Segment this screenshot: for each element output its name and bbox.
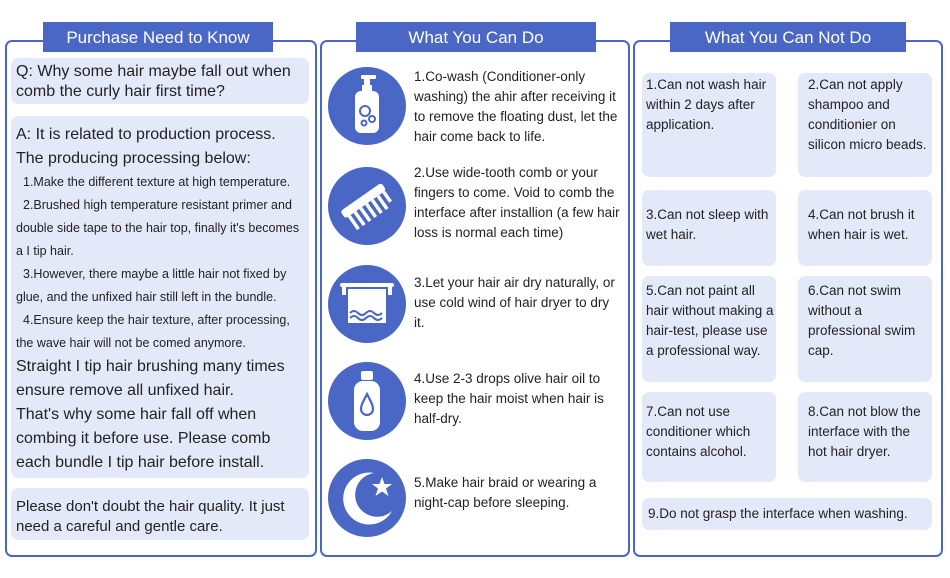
answer-intro-1: A: It is related to production process. xyxy=(16,126,276,143)
process-step: 2.Brushed high temperature resistant pri… xyxy=(16,198,300,258)
answer-intro-2: The producing processing below: xyxy=(16,150,251,167)
cannot-do-item: 9.Do not grasp the interface when washin… xyxy=(642,498,932,530)
shampoo-bottle-icon xyxy=(328,67,406,145)
cannot-do-text: 7.Can not use conditioner which contains… xyxy=(646,404,751,459)
cannot-do-text: 9.Do not grasp the interface when washin… xyxy=(648,506,908,521)
purchase-need-to-know-title: Purchase Need to Know xyxy=(43,22,273,52)
cannot-do-text: 2.Can not apply shampoo and conditionier… xyxy=(808,77,927,152)
cannot-do-item: 5.Can not paint all hair without making … xyxy=(642,276,776,382)
question-text: Q: Why some hair maybe fall out when com… xyxy=(16,63,291,100)
can-do-item: 4.Use 2-3 drops olive hair oil to keep t… xyxy=(414,371,604,426)
answer-box xyxy=(11,116,309,478)
cannot-do-item: 3.Can not sleep with wet hair. xyxy=(642,190,776,266)
can-do-item: 5.Make hair braid or wearing a night-cap… xyxy=(414,475,597,510)
cannot-do-text: 3.Can not sleep with wet hair. xyxy=(646,207,769,242)
note-box xyxy=(11,488,309,540)
can-do-item: 2.Use wide-tooth comb or your fingers to… xyxy=(414,165,620,240)
cannot-do-text: 6.Can not swim without a professional sw… xyxy=(808,283,916,358)
process-step: 4.Ensure keep the hair texture, after pr… xyxy=(16,313,290,350)
can-do-item: 3.Let your hair air dry naturally, or us… xyxy=(414,275,615,330)
cannot-do-text: 8.Can not blow the interface with the ho… xyxy=(808,404,921,459)
process-step: 3.However, there maybe a little hair not… xyxy=(16,267,287,304)
cannot-do-text: 1.Can not wash hair within 2 days after … xyxy=(646,77,767,132)
question-box xyxy=(11,58,309,104)
wide-tooth-comb-icon xyxy=(328,167,406,245)
answer-tail-1: Straight I tip hair brushing many times … xyxy=(16,358,285,399)
oil-bottle-icon xyxy=(328,362,406,440)
answer-tail-2: That's why some hair fall off when combi… xyxy=(16,406,271,471)
cannot-do-text: 4.Can not brush it when hair is wet. xyxy=(808,207,915,242)
cannot-do-item: 7.Can not use conditioner which contains… xyxy=(642,392,776,482)
what-you-can-do-title: What You Can Do xyxy=(356,22,596,52)
cannot-do-item: 2.Can not apply shampoo and conditionier… xyxy=(798,73,932,177)
cannot-do-item: 1.Can not wash hair within 2 days after … xyxy=(642,73,776,177)
what-you-can-not-do-title: What You Can Not Do xyxy=(670,22,906,52)
towel-rack-icon xyxy=(328,265,406,343)
cannot-do-item: 8.Can not blow the interface with the ho… xyxy=(798,392,932,482)
can-do-item: 1.Co-wash (Conditioner-only washing) the… xyxy=(414,69,618,144)
cannot-do-item: 4.Can not brush it when hair is wet. xyxy=(798,190,932,266)
cannot-do-item: 6.Can not swim without a professional sw… xyxy=(798,276,932,382)
note-text: Please don't doubt the hair quality. It … xyxy=(16,498,285,535)
cannot-do-text: 5.Can not paint all hair without making … xyxy=(646,283,774,358)
process-step: 1.Make the different texture at high tem… xyxy=(23,175,291,189)
answer-block: A: It is related to production process. … xyxy=(16,123,308,475)
moon-star-icon xyxy=(328,459,406,537)
